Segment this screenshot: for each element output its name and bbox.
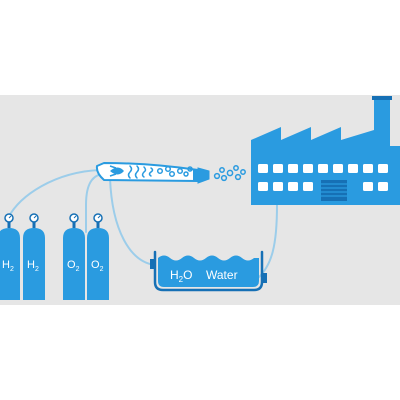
factory-window [378, 164, 388, 173]
factory-door [321, 180, 347, 201]
gas-cylinder-icon: O2 [63, 213, 85, 300]
factory-chimney [374, 96, 390, 146]
factory-window [258, 182, 268, 191]
factory-window [303, 164, 313, 173]
water-formula: H2O [170, 268, 192, 284]
pipe-burner-to-water-tank [109, 177, 156, 266]
cylinder-label: O2 [67, 259, 80, 273]
factory-window [273, 182, 283, 191]
factory-windows [258, 164, 388, 191]
flame-icon [110, 167, 124, 175]
water-body [158, 255, 259, 287]
water-tank: H2O Water [150, 250, 267, 292]
pipe-oxygen-to-burner [85, 173, 106, 233]
factory-window [318, 164, 328, 173]
cylinder-body [23, 228, 45, 300]
cylinder-label: O2 [91, 259, 104, 273]
gas-cylinders: H2 H2 O2 O2 [0, 213, 109, 300]
cylinder-body [63, 228, 85, 300]
factory-window [348, 164, 358, 173]
factory-window [303, 182, 313, 191]
factory-window [363, 182, 373, 191]
combustion-tube-icon [95, 162, 246, 184]
water-label: Water [206, 268, 238, 282]
factory-window [288, 182, 298, 191]
gas-cylinder-icon: H2 [0, 213, 20, 300]
cylinder-body [87, 228, 109, 300]
pipe-hydrogen-to-burner [7, 169, 101, 219]
factory-window [363, 164, 373, 173]
factory-window [288, 164, 298, 173]
cylinder-label: H2 [27, 259, 39, 273]
factory-window [258, 164, 268, 173]
factory-window [273, 164, 283, 173]
factory-icon [251, 96, 400, 205]
gas-cylinder-icon: O2 [87, 213, 109, 300]
reaction-particles [127, 165, 193, 179]
gas-cylinder-icon: H2 [23, 213, 45, 300]
factory-window [378, 182, 388, 191]
cylinder-label: H2 [2, 259, 14, 273]
cylinder-body [0, 228, 20, 300]
exhaust-bubbles [213, 165, 246, 182]
factory-window [333, 164, 343, 173]
